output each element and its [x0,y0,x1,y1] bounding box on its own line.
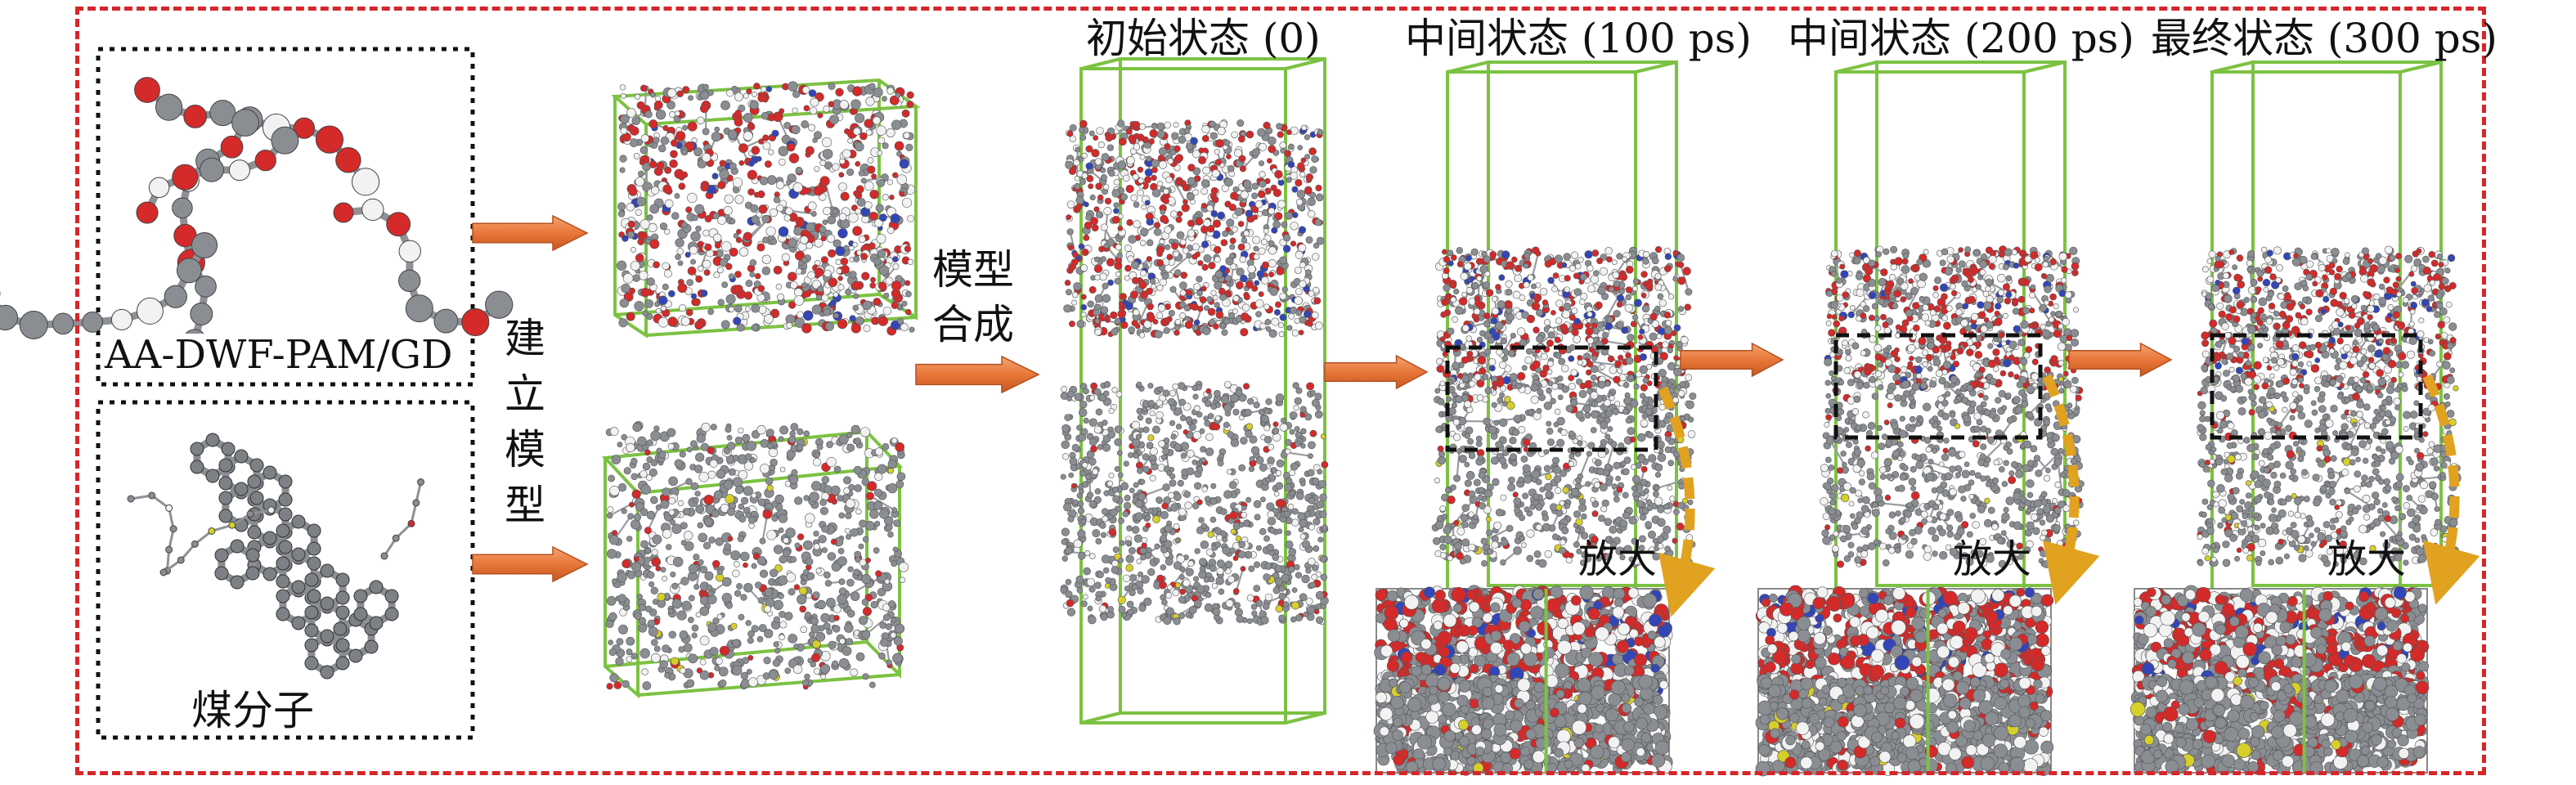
polymer-molecule-structure [0,77,514,376]
state-title-200ps: 中间状态 (200 ps) [1788,15,2134,62]
zoom-markers [1445,333,2480,617]
zoom-label-200ps: 放大 [1953,536,2032,582]
state-title-initial: 初始状态 (0) [1086,15,1321,62]
polymer-molecule-frame [96,47,475,387]
zoom-panels [1373,585,2430,777]
state-title-100ps: 中间状态 (100 ps) [1405,15,1752,62]
combine-model-line1: 模型 [932,246,1014,294]
coal-cell-atoms [605,420,909,690]
zoom-label-300ps: 放大 [2327,536,2407,582]
outer-dashed-frame [75,7,2486,775]
coal-label: 煤分子 [186,689,319,733]
polymer-cell-atoms [616,81,916,336]
zoom-label-100ps: 放大 [1578,536,1658,582]
build-model-label: 建立模型 [505,315,545,529]
polymer-label: AA-DWF-PAM/GD [101,334,456,376]
state-title-300ps: 最终状态 (300 ps) [2151,15,2497,62]
coal-molecule-structure [127,433,425,680]
combine-model-line2: 合成 [932,301,1014,348]
process-arrows [472,214,2173,583]
